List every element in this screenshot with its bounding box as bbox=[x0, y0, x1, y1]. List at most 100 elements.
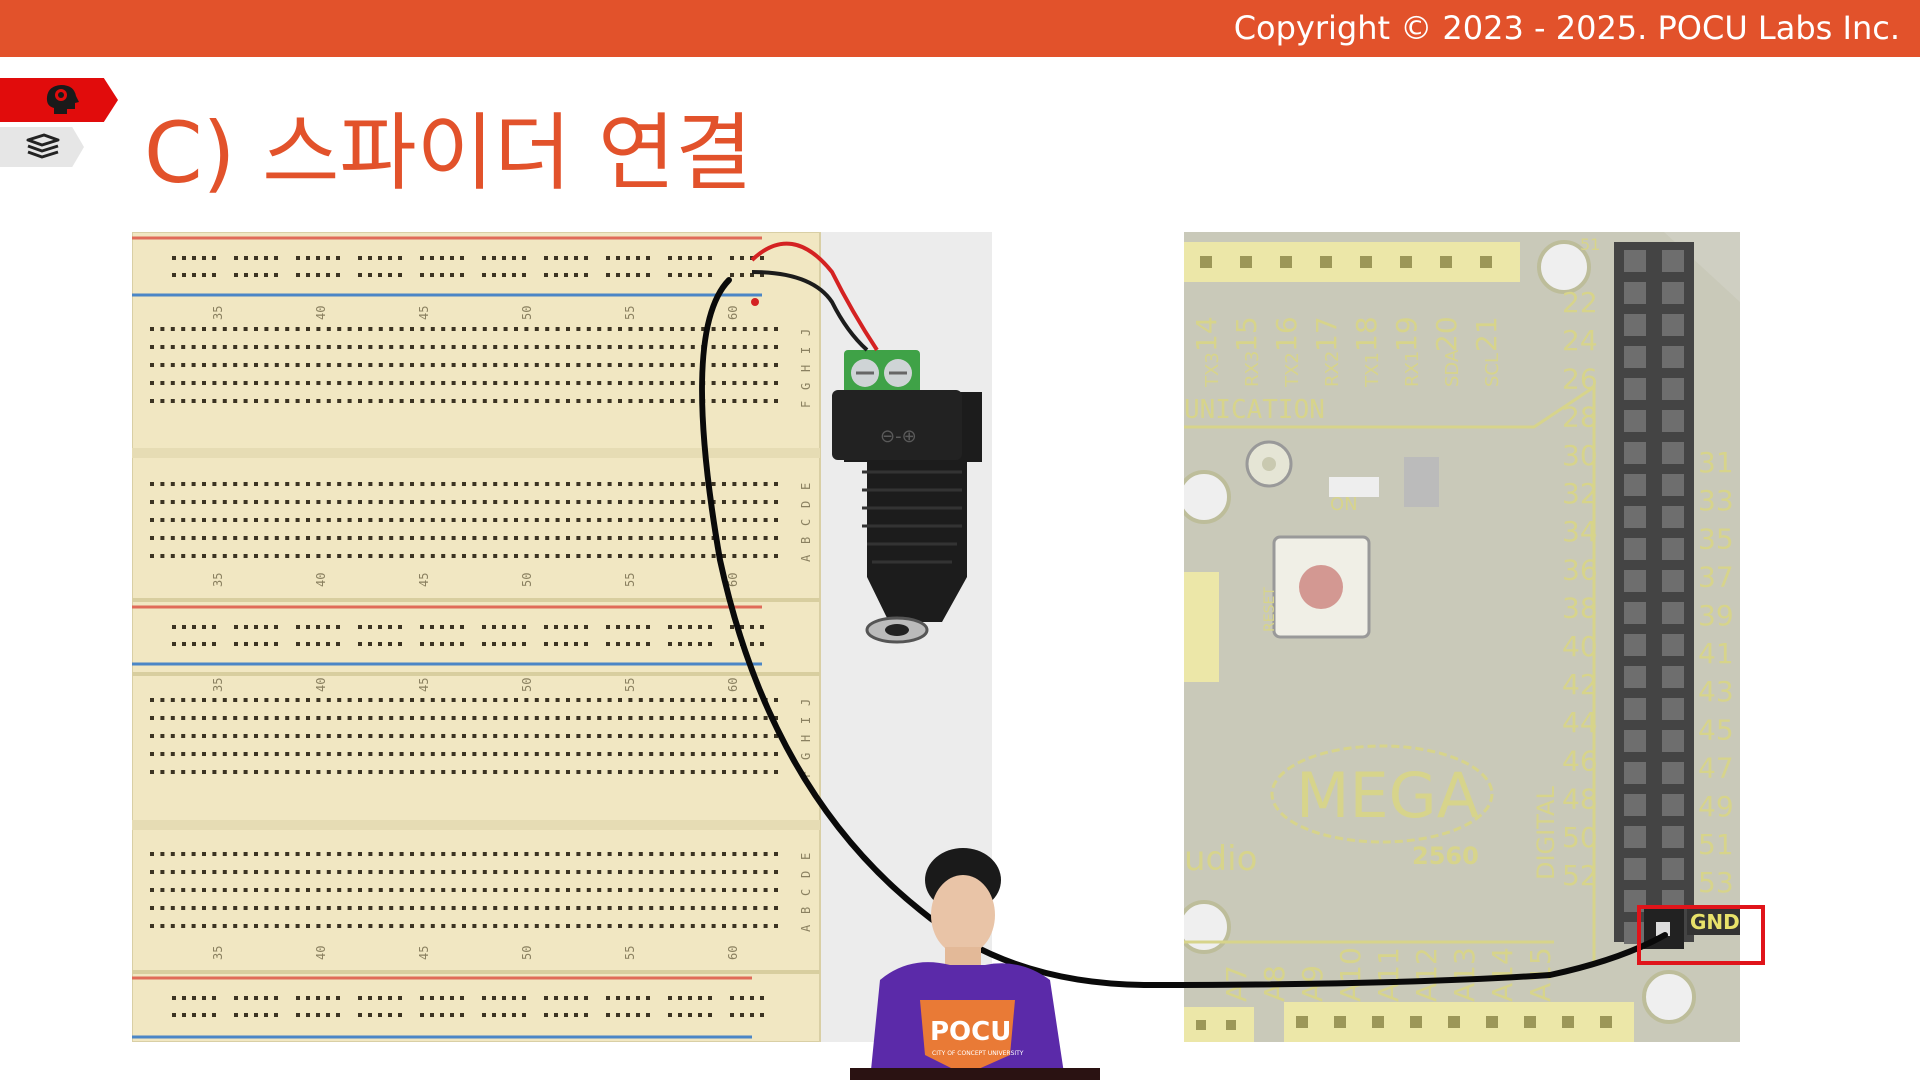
analog-pin-label: A8 bbox=[1258, 965, 1291, 1002]
column-number-label: 35 bbox=[211, 678, 225, 692]
svg-text:UNICATION: UNICATION bbox=[1184, 395, 1325, 425]
column-number-label: 40 bbox=[314, 573, 328, 587]
pin-number-label: 20 bbox=[1430, 316, 1463, 352]
pin-number-label: 41 bbox=[1698, 637, 1734, 670]
row-letter-label: G bbox=[799, 383, 813, 390]
pin-number-label: 35 bbox=[1698, 522, 1734, 555]
sidebar-tab[interactable] bbox=[0, 127, 84, 167]
row-letter-label: C bbox=[799, 519, 813, 526]
pin-number-label: 46 bbox=[1562, 744, 1598, 777]
analog-pin-label: A14 bbox=[1486, 947, 1519, 1002]
pin-number-label: 14 bbox=[1190, 316, 1223, 352]
pin-number-label: 53 bbox=[1698, 866, 1734, 899]
sidebar-tab-active[interactable] bbox=[0, 78, 118, 122]
row-letter-label: H bbox=[799, 735, 813, 742]
pin-number-label: 33 bbox=[1698, 484, 1734, 517]
column-number-label: 50 bbox=[520, 573, 534, 587]
svg-text:udio: udio bbox=[1184, 839, 1257, 879]
column-number-label: 40 bbox=[314, 946, 328, 960]
column-number-label: 60 bbox=[726, 678, 740, 692]
column-number-label: 35 bbox=[211, 306, 225, 320]
column-number-label: 45 bbox=[417, 946, 431, 960]
pin-number-label: 51 bbox=[1698, 828, 1734, 861]
row-letter-label: E bbox=[799, 853, 813, 860]
column-number-label: 35 bbox=[211, 573, 225, 587]
row-letter-label: J bbox=[799, 329, 813, 336]
column-number-label: 55 bbox=[623, 946, 637, 960]
presenter-video: POCU CITY OF CONCEPT UNIVERSITY bbox=[850, 848, 1100, 1080]
row-letter-label: H bbox=[799, 365, 813, 372]
analog-pin-label: A10 bbox=[1334, 947, 1367, 1002]
pin-number-label: 42 bbox=[1562, 668, 1598, 701]
pin-number-label: 49 bbox=[1698, 790, 1734, 823]
row-letter-label: E bbox=[799, 483, 813, 490]
pin-number-label: 52 bbox=[1562, 859, 1598, 892]
analog-pin-label: A11 bbox=[1372, 947, 1405, 1002]
svg-text:⊖-⊕: ⊖-⊕ bbox=[880, 426, 917, 447]
svg-text:CITY OF CONCEPT UNIVERSITY: CITY OF CONCEPT UNIVERSITY bbox=[932, 1050, 1024, 1057]
copyright-text: Copyright © 2023 - 2025. POCU Labs Inc. bbox=[1233, 9, 1900, 47]
pin-number-label: 28 bbox=[1562, 401, 1598, 434]
pin-number-label: 45 bbox=[1698, 713, 1734, 746]
pin-number-label: 50 bbox=[1562, 821, 1598, 854]
gnd-pin-highlight bbox=[1637, 905, 1765, 965]
column-number-label: 40 bbox=[314, 678, 328, 692]
pin-number-label: 15 bbox=[1230, 316, 1263, 352]
row-letter-label: F bbox=[799, 771, 813, 778]
analog-pin-label: A7 bbox=[1220, 965, 1253, 1002]
analog-pin-label: A12 bbox=[1410, 947, 1443, 1002]
row-letter-label: B bbox=[799, 537, 813, 544]
pin-number-label: 44 bbox=[1562, 706, 1598, 739]
pin-number-label: 43 bbox=[1698, 675, 1734, 708]
pin-function-label: RX2 bbox=[1322, 351, 1343, 387]
svg-text:ON: ON bbox=[1330, 494, 1358, 515]
pin-number-label: 19 bbox=[1390, 316, 1423, 352]
pin-function-label: TX3 bbox=[1202, 352, 1223, 388]
pin-number-label: 47 bbox=[1698, 752, 1734, 785]
row-letter-label: I bbox=[799, 717, 813, 724]
column-number-label: 50 bbox=[520, 946, 534, 960]
column-number-label: 60 bbox=[726, 306, 740, 320]
brain-head-icon bbox=[46, 85, 79, 114]
pin-number-label: 38 bbox=[1562, 592, 1598, 625]
pin-number-label: 30 bbox=[1562, 439, 1598, 472]
svg-text:MEGA: MEGA bbox=[1296, 759, 1479, 832]
header-bar: Copyright © 2023 - 2025. POCU Labs Inc. bbox=[0, 0, 1920, 57]
pin-number-label: 22 bbox=[1562, 286, 1598, 319]
svg-text:RESET: RESET bbox=[1262, 587, 1278, 632]
row-letter-label: D bbox=[799, 871, 813, 878]
row-letter-label: D bbox=[799, 501, 813, 508]
pin-number-label: 34 bbox=[1562, 515, 1598, 548]
pin-number-label: 36 bbox=[1562, 553, 1598, 586]
column-number-label: 50 bbox=[520, 678, 534, 692]
row-letter-label: B bbox=[799, 907, 813, 914]
pin-number-label: 51 bbox=[1580, 235, 1600, 254]
pin-number-label: 17 bbox=[1310, 316, 1343, 352]
row-letter-label: A bbox=[799, 924, 813, 932]
pin-function-label: SCL bbox=[1482, 353, 1503, 387]
svg-text:2560: 2560 bbox=[1412, 842, 1479, 870]
row-letter-label: C bbox=[799, 889, 813, 896]
analog-pin-label: A15 bbox=[1524, 947, 1557, 1002]
pin-number-label: 39 bbox=[1698, 599, 1734, 632]
pin-function-label: RX1 bbox=[1402, 351, 1423, 387]
analog-pin-label: A9 bbox=[1296, 965, 1329, 1002]
pin-function-label: TX2 bbox=[1282, 352, 1303, 388]
svg-text:DIGITAL: DIGITAL bbox=[1532, 786, 1560, 880]
pin-number-label: 18 bbox=[1350, 316, 1383, 352]
pin-number-label: 32 bbox=[1562, 477, 1598, 510]
svg-text:POCU: POCU bbox=[930, 1017, 1011, 1047]
pin-function-label: SDA bbox=[1442, 349, 1463, 387]
pin-number-label: 37 bbox=[1698, 561, 1734, 594]
column-number-label: 45 bbox=[417, 306, 431, 320]
pin-number-label: 26 bbox=[1562, 362, 1598, 395]
column-number-label: 40 bbox=[314, 306, 328, 320]
pin-number-label: 21 bbox=[1470, 316, 1503, 352]
column-number-label: 35 bbox=[211, 946, 225, 960]
row-letter-label: A bbox=[799, 554, 813, 562]
gnd-label: GND bbox=[1690, 910, 1740, 934]
column-number-label: 55 bbox=[623, 678, 637, 692]
pin-function-label: RX3 bbox=[1242, 351, 1263, 387]
column-number-label: 55 bbox=[623, 573, 637, 587]
pin-number-label: 16 bbox=[1270, 316, 1303, 352]
